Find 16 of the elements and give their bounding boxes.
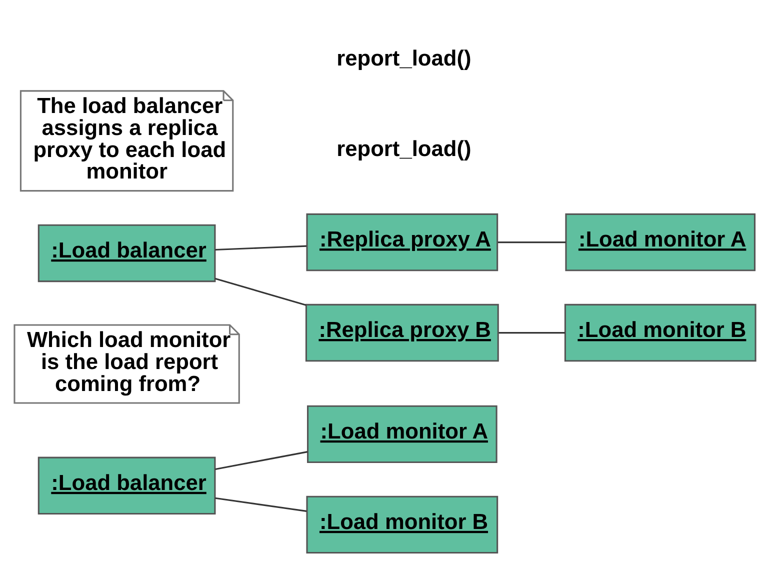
node-box: :Load monitor B [306,496,498,554]
node-box: :Replica proxy A [306,213,498,272]
node-box: :Load balancer [38,456,216,515]
node-box: :Load balancer [38,224,216,282]
label: report_load() [336,136,472,162]
connector [498,332,565,334]
label: report_load() [336,46,472,71]
node-box: :Load monitor A [307,405,498,464]
connector [215,451,308,470]
connector [498,242,566,244]
node-box: :Load monitor B [564,304,756,362]
connector [215,497,307,512]
connector [215,278,306,306]
connector [215,245,307,251]
node-box: :Replica proxy B [305,304,499,362]
node-box: :Load monitor A [565,213,756,272]
